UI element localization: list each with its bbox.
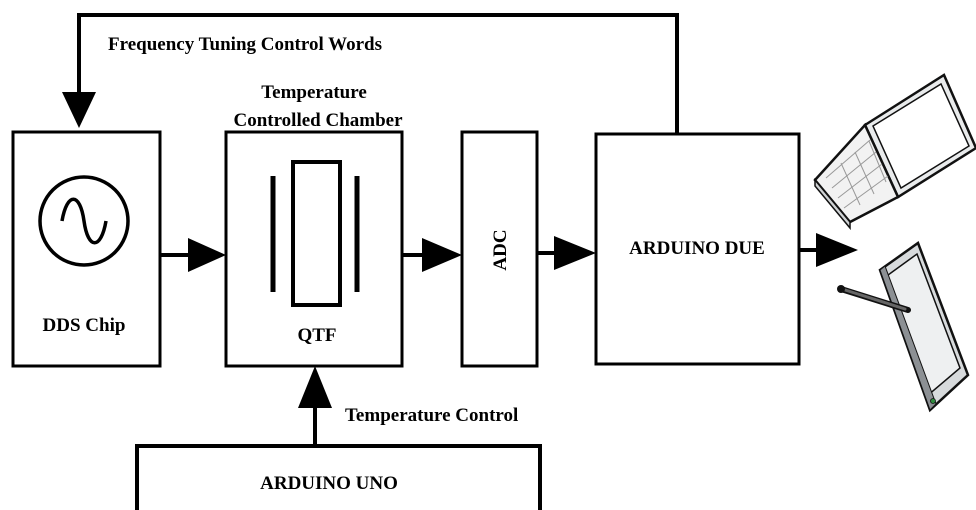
arduino-due-label: ARDUINO DUE [629, 238, 765, 259]
dds-chip-label: DDS Chip [43, 315, 126, 336]
sine-wave-icon [38, 175, 130, 267]
arduino-uno-block: ARDUINO UNO [135, 444, 542, 510]
temp-control-label: Temperature Control [345, 405, 518, 426]
chamber-label-line1: Temperature [261, 82, 367, 103]
adc-to-due-arrowhead [554, 236, 596, 270]
arduino-uno-label: ARDUINO UNO [260, 473, 398, 494]
temp-control-arrowhead [298, 366, 332, 408]
arduino-due-block: ARDUINO DUE [594, 132, 801, 366]
feedback-label: Frequency Tuning Control Words [108, 34, 382, 55]
qtf-label: QTF [297, 325, 336, 346]
stylus-icon [837, 285, 911, 313]
feedback-wire [77, 13, 679, 134]
qtf-to-adc-arrowhead [422, 238, 462, 272]
laptop-icon [813, 73, 976, 231]
qtf-chamber-block: QTF [224, 130, 404, 368]
quartz-tuning-fork-icon [270, 160, 360, 307]
dds-chip-block: DDS Chip [11, 130, 162, 368]
adc-block: ADC [460, 130, 539, 368]
feedback-arrowhead [62, 92, 96, 128]
adc-label: ADC [490, 229, 511, 270]
dds-to-qtf-arrowhead [188, 238, 226, 272]
tablet-icon [878, 241, 970, 413]
chamber-label-line2: Controlled Chamber [233, 110, 403, 131]
due-to-devices-arrowhead [816, 233, 858, 267]
